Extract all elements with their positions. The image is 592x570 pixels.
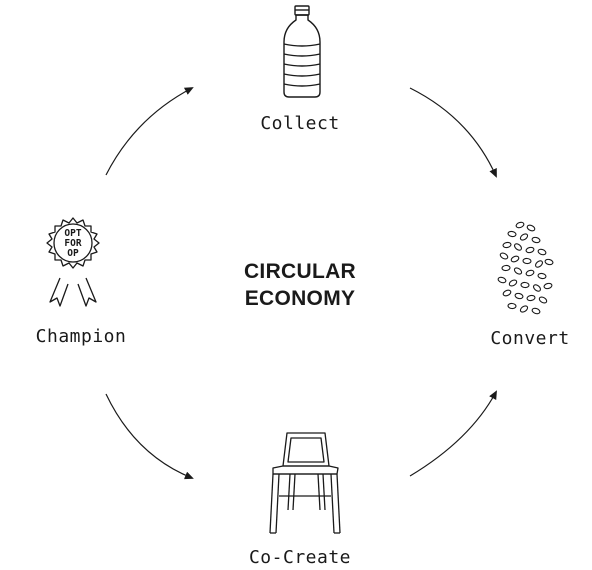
arrow-champion-to-cocreate xyxy=(105,393,194,480)
arrow-champion-to-collect xyxy=(105,87,194,176)
node-label-champion: Champion xyxy=(35,326,127,347)
center-title-line1: CIRCULAR xyxy=(243,260,357,283)
badge-text-line3: OP xyxy=(67,248,79,259)
node-label-convert: Convert xyxy=(490,328,570,349)
ribbon-badge-icon: OPT FOR OP xyxy=(46,217,100,307)
node-label-collect: Collect xyxy=(260,113,340,134)
badge-text-line1: OPT xyxy=(64,228,81,239)
bottle-icon xyxy=(283,5,321,98)
center-title-line2: ECONOMY xyxy=(244,287,356,310)
arrow-collect-to-convert xyxy=(409,87,497,178)
node-label-cocreate: Co-Create xyxy=(248,547,352,568)
pellets-icon xyxy=(497,221,554,315)
chair-icon xyxy=(269,432,341,534)
center-title: CIRCULAR ECONOMY xyxy=(200,258,400,312)
arrow-convert-to-cocreate xyxy=(409,390,497,477)
badge-text-line2: FOR xyxy=(64,238,81,249)
